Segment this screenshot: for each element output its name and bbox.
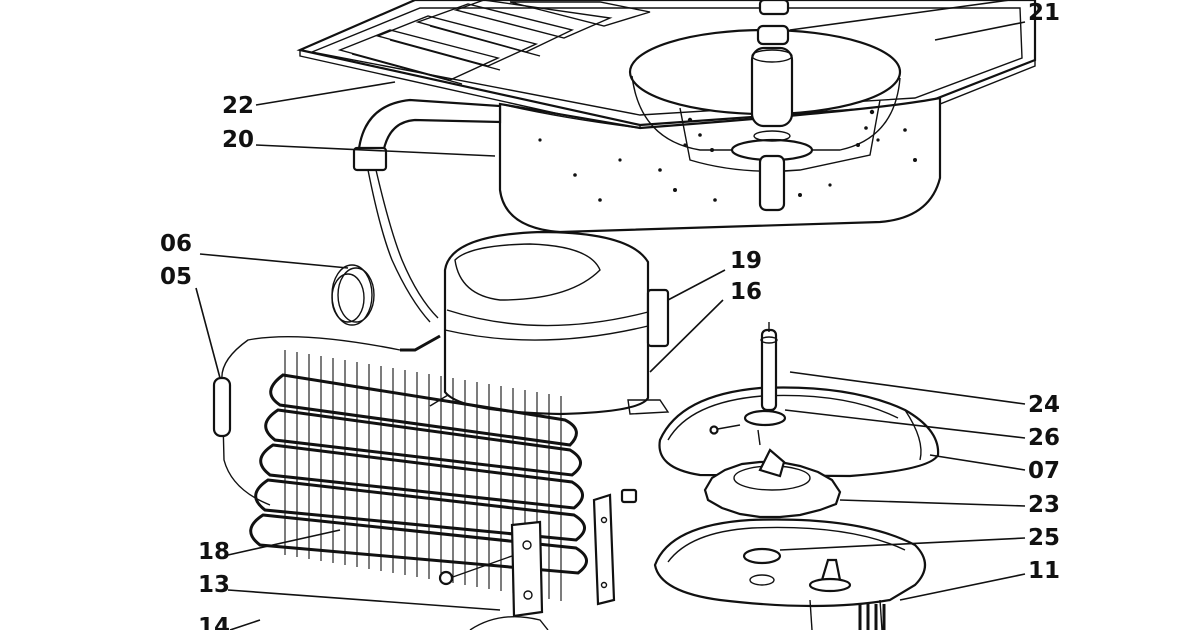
refrigerant-tubing	[331, 98, 502, 326]
tray-base-fins	[858, 604, 886, 630]
part-label-06: 06	[160, 231, 192, 257]
part-label-16: 16	[730, 279, 762, 305]
part-label-14: 14	[198, 614, 230, 630]
part-number-labels: 21 22 20 06 05 19 16 24 26 07 23 25 11 1…	[160, 0, 1060, 630]
part-label-18: 18	[198, 539, 230, 565]
part-label-11: 11	[1028, 558, 1060, 584]
part-label-21: 21	[1028, 0, 1060, 26]
part-label-22: 22	[222, 93, 254, 119]
lower-drip-tray	[653, 518, 927, 630]
part-label-25: 25	[1028, 525, 1060, 551]
part-label-23: 23	[1028, 492, 1060, 518]
drive-gear	[703, 448, 842, 519]
part-label-26: 26	[1028, 425, 1060, 451]
condenser-coil	[212, 335, 588, 601]
compressor	[400, 230, 670, 416]
impeller-plate-assembly	[658, 322, 940, 478]
lid-grille-slots	[337, 0, 651, 85]
part-label-19: 19	[730, 248, 762, 274]
mounting-brackets	[438, 488, 638, 630]
spindle-assembly	[730, 0, 814, 212]
leader-lines	[195, 0, 1026, 630]
part-label-24: 24	[1028, 392, 1060, 418]
insulation-foam	[538, 109, 917, 202]
part-label-13: 13	[198, 572, 230, 598]
part-label-07: 07	[1028, 458, 1060, 484]
part-label-05: 05	[160, 264, 192, 290]
condenser-grid-wires	[284, 350, 562, 601]
part-label-20: 20	[222, 127, 254, 153]
